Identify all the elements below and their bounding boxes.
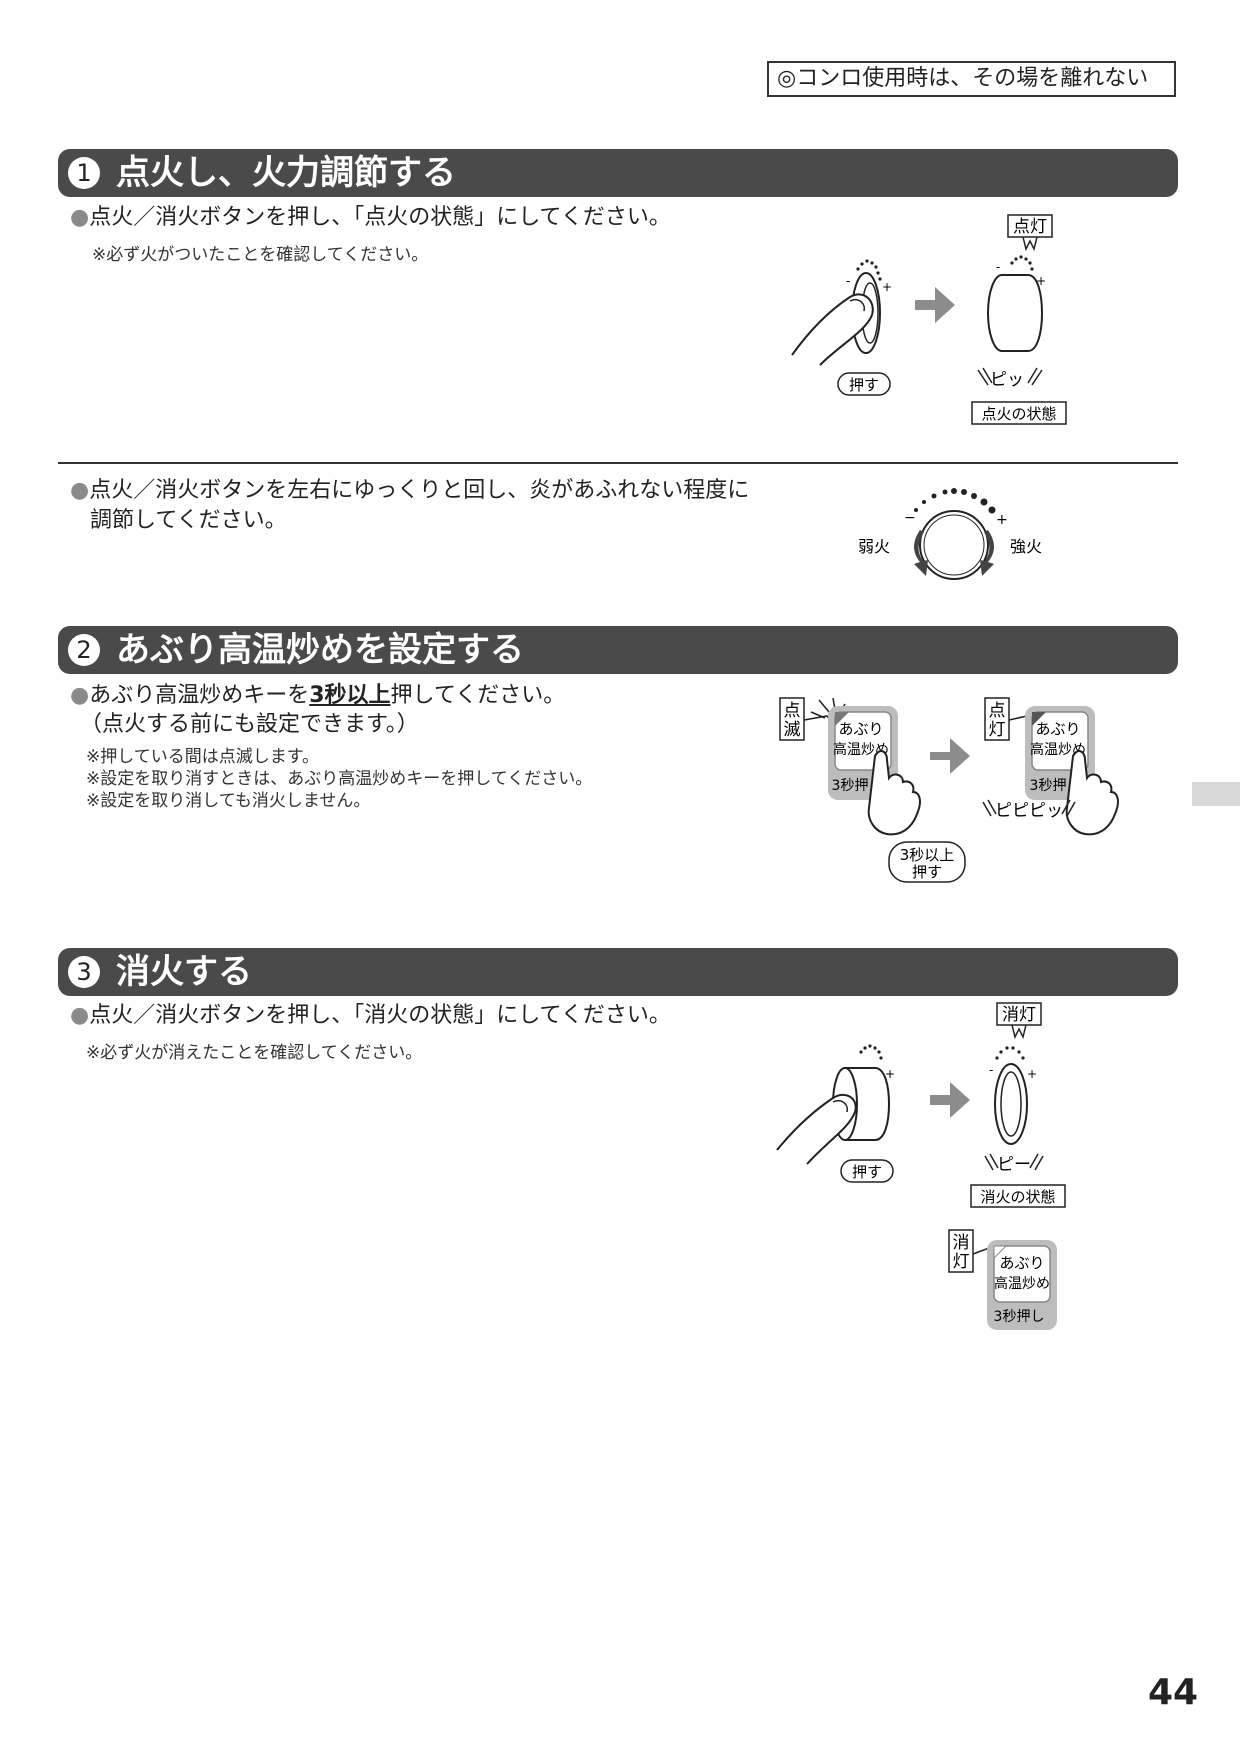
- step1-bullet2-line2: 調節してください。: [90, 508, 287, 533]
- svg-text:-: -: [846, 274, 850, 288]
- safety-notice: ◎コンロ使用時は、その場を離れない: [767, 61, 1176, 97]
- key2-label-3: 3秒押し: [1030, 778, 1081, 794]
- svg-text:+: +: [1036, 274, 1046, 288]
- arrow-right-icon: [915, 287, 955, 323]
- step1-bullet1: ●点火／消火ボタンを押し、「点火の状態」にしてください。: [70, 203, 671, 233]
- beep-label: ピッ: [990, 370, 1024, 390]
- bullet-dot: ●: [70, 205, 90, 230]
- step3-title: 消火する: [116, 952, 252, 992]
- knob-ignited: + -: [987, 255, 1046, 352]
- svg-text:+: +: [885, 1067, 895, 1081]
- step2-bullet-post: 押してください。: [390, 683, 566, 708]
- step3-bullet: ●点火／消火ボタンを押し、「消火の状態」にしてください。: [70, 1001, 671, 1031]
- arrow-right-icon: [930, 1082, 970, 1118]
- step3-header: 3 消火する: [58, 948, 1178, 996]
- knob-off: - +: [989, 1046, 1037, 1145]
- ignite-state-label: 点火の状態: [981, 405, 1056, 423]
- dial-figure: − + 弱火 強火: [858, 488, 1042, 580]
- off-state-label: 消火の状態: [980, 1188, 1055, 1206]
- hold-label-1: 3秒以上: [900, 846, 955, 864]
- step2-note-2: ※設定を取り消すときは、あぶり高温炒めキーを押してください。: [86, 769, 593, 789]
- bullet-dot: ●: [70, 1003, 90, 1028]
- step2-bullet-emphasis: 3秒以上: [309, 683, 391, 708]
- step2-key-figure: 点 滅 あぶり 高温炒め 3秒押し 点 灯 あぶり 高温炒め 3秒押し ピピピッ…: [779, 697, 1119, 883]
- step1-note1: ※必ず火がついたことを確認してください。: [92, 245, 429, 265]
- off-key-label-1: あぶり: [999, 1254, 1044, 1272]
- rotate-right-arrow-icon: [980, 530, 994, 576]
- finger-icon: [791, 293, 874, 366]
- divider: [58, 462, 1178, 464]
- step2-paren: （点火する前にも設定できます。）: [80, 712, 419, 737]
- svg-text:+: +: [1027, 1067, 1037, 1081]
- bullet-dot: ●: [70, 683, 90, 708]
- page-number: 44: [1148, 1672, 1199, 1713]
- step2-note-3: ※設定を取り消しても消火しません。: [86, 791, 371, 811]
- off-label-2: 灯: [953, 1252, 970, 1272]
- push-label: 押す: [849, 376, 879, 394]
- dial-minus: −: [904, 510, 916, 526]
- beep-label: ピピピッ: [995, 801, 1063, 821]
- dial-plus: +: [996, 512, 1008, 528]
- svg-text:+: +: [882, 280, 892, 294]
- step3-extinguish-figure: + - + 消灯 押す ピー 消火の状態 消 灯 あぶり 高温炒め 3秒押し: [776, 1002, 1066, 1330]
- key1-label-3: 3秒押し: [832, 778, 883, 794]
- step3-note: ※必ず火が消えたことを確認してください。: [86, 1043, 423, 1063]
- lit-label-1: 点: [989, 701, 1006, 721]
- step1-header: 1 点火し、火力調節する: [58, 149, 1178, 197]
- hand-icon: [1065, 750, 1119, 836]
- step1-title: 点火し、火力調節する: [116, 153, 456, 193]
- beep-label: ピー: [997, 1155, 1031, 1175]
- step1-bullet1-text: 点火／消火ボタンを押し、「点火の状態」にしてください。: [89, 205, 671, 230]
- step1-bullet2: ●点火／消火ボタンを左右にゆっくりと回し、炎があふれない程度に: [70, 476, 749, 506]
- step1-number: 1: [68, 157, 100, 189]
- step3-bullet-text: 点火／消火ボタンを押し、「消火の状態」にしてください。: [89, 1003, 671, 1028]
- lamp-lit-label: 点灯: [1013, 217, 1047, 237]
- blink-label-1: 点: [784, 701, 801, 721]
- svg-text:-: -: [996, 260, 1000, 274]
- step3-number: 3: [68, 956, 100, 988]
- step2-bullet: ●あぶり高温炒めキーを3秒以上押してください。: [70, 681, 565, 711]
- key1-label-2: 高温炒め: [833, 741, 889, 758]
- bullet-dot: ●: [70, 478, 90, 503]
- key2-label-1: あぶり: [1035, 720, 1080, 738]
- lamp-off-label: 消灯: [1002, 1005, 1036, 1025]
- key2-label-2: 高温炒め: [1030, 741, 1086, 758]
- push-label: 押す: [852, 1163, 882, 1181]
- blink-label-2: 滅: [784, 720, 801, 740]
- off-key-label-2: 高温炒め: [994, 1275, 1050, 1292]
- hold-label-2: 押す: [912, 863, 942, 881]
- weak-label: 弱火: [858, 537, 890, 556]
- rotate-left-arrow-icon: [914, 530, 928, 576]
- step2-header: 2 あぶり高温炒めを設定する: [58, 626, 1178, 674]
- step1-ignite-figure: - + + - 点灯 押す ピッ 点火の状態: [791, 214, 1067, 425]
- finger-icon: [776, 1093, 857, 1165]
- section-side-tab: [1192, 782, 1240, 806]
- step2-note-1: ※押している間は点滅します。: [86, 747, 320, 767]
- step2-number: 2: [68, 634, 100, 666]
- off-label-1: 消: [953, 1233, 970, 1253]
- step2-title: あぶり高温炒めを設定する: [116, 630, 524, 670]
- step1-bullet2-line1: 点火／消火ボタンを左右にゆっくりと回し、炎があふれない程度に: [89, 478, 750, 503]
- key1-label-1: あぶり: [838, 720, 883, 738]
- hand-icon: [867, 750, 921, 836]
- arrow-right-icon: [930, 738, 970, 774]
- step2-bullet-pre: あぶり高温炒めキーを: [89, 683, 310, 708]
- off-key-label-3: 3秒押し: [994, 1309, 1045, 1325]
- svg-text:-: -: [989, 1063, 993, 1077]
- lit-label-2: 灯: [989, 720, 1006, 740]
- strong-label: 強火: [1010, 537, 1042, 556]
